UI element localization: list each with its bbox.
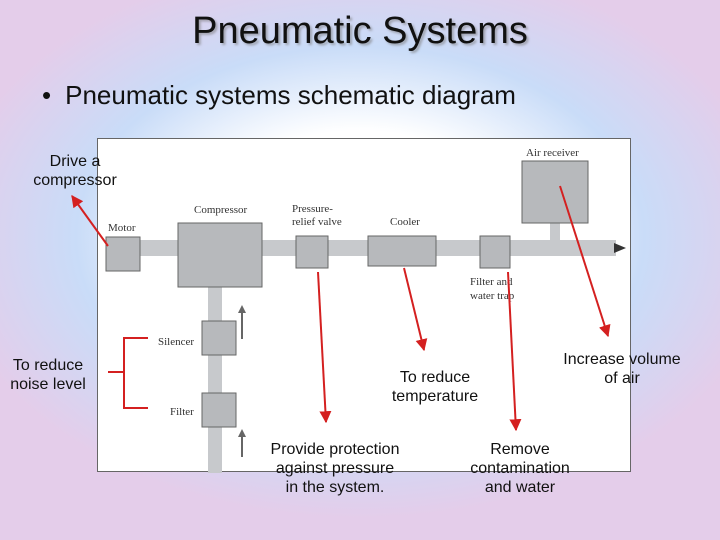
annotation-filter-line1: Remove (490, 441, 550, 458)
annotation-noise-line2: noise level (10, 376, 86, 393)
arrow-motor (71, 195, 109, 247)
arrow-air-receiver (559, 185, 611, 338)
annotation-relief-line2: against pressure (275, 460, 395, 477)
air-receiver-label: Air receiver (526, 147, 579, 159)
bracket-silencer-filter (108, 337, 148, 409)
annotation-relief-line3: in the system. (285, 479, 385, 496)
annotation-air-receiver: Increase volume of air (552, 350, 692, 388)
annotation-cooler-line2: temperature (391, 388, 479, 405)
annotation-filter-trap: Remove contamination and water (460, 440, 580, 497)
air-receiver-block (521, 160, 589, 224)
silencer-label: Silencer (158, 336, 194, 348)
pressure-relief-valve-block (295, 235, 329, 269)
annotation-cooler: To reduce temperature (380, 368, 490, 406)
pressure-relief-valve-label-line2: relief valve (292, 216, 342, 228)
filter-water-trap-block (479, 235, 511, 269)
arrow-cooler (403, 267, 428, 352)
annotation-relief-line1: Provide protection (270, 441, 400, 458)
annotation-filter-line2: contamination (470, 460, 570, 477)
annotation-motor-line2: compressor (33, 172, 117, 189)
compressor-block (177, 222, 263, 288)
annotation-receiver-line1: Increase volume (563, 351, 681, 368)
bullet-text: Pneumatic systems schematic diagram (65, 80, 516, 110)
silencer-block (201, 320, 237, 356)
motor-label: Motor (108, 222, 136, 234)
filter-label: Filter (170, 406, 194, 418)
filter-trap-label-line2: water trap (470, 290, 515, 302)
flow-arrow-icon (614, 243, 626, 253)
filter-block (201, 392, 237, 428)
motor-block (105, 236, 141, 272)
schematic-diagram: Air receiver Compressor Pressure- relief… (105, 147, 626, 473)
arrow-filter-trap (507, 271, 522, 432)
annotation-noise-line1: To reduce (12, 357, 84, 374)
annotation-filter-line3: and water (484, 479, 556, 496)
filter-intake-arrow-icon (238, 429, 246, 437)
annotation-receiver-line2: of air (604, 370, 640, 387)
annotation-cooler-line1: To reduce (399, 369, 471, 386)
annotation-motor: Drive a compressor (20, 152, 130, 190)
compressor-label: Compressor (194, 204, 248, 216)
slide-title: Pneumatic Systems (192, 10, 528, 52)
pressure-relief-valve-label-line1: Pressure- (292, 203, 333, 215)
annotation-motor-line1: Drive a (49, 153, 101, 170)
annotation-relief-valve: Provide protection against pressure in t… (256, 440, 414, 497)
schematic-panel: Air receiver Compressor Pressure- relief… (97, 138, 631, 473)
silencer-intake-arrow-icon (238, 305, 246, 313)
cooler-block (367, 235, 437, 267)
annotation-noise: To reduce noise level (2, 356, 94, 394)
receiver-pipe (550, 221, 560, 243)
arrow-relief-valve (317, 271, 332, 424)
cooler-label: Cooler (390, 216, 420, 228)
bullet-dot-icon: • (42, 80, 52, 110)
bullet-point: • Pneumatic systems schematic diagram (42, 80, 516, 111)
filter-trap-label-line1: Filter and (470, 276, 513, 288)
